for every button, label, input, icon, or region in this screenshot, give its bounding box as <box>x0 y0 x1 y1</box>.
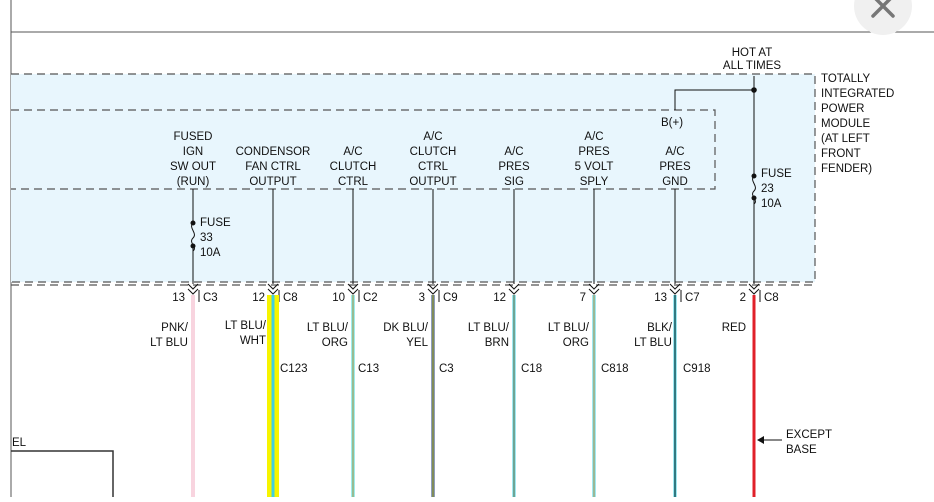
circuit-id: C13 <box>358 363 379 375</box>
pin-number: 7 <box>580 292 586 304</box>
wire-color-label: LT BLU/ORG <box>307 322 349 349</box>
fuse-23-element <box>752 175 756 205</box>
connector-id: C8 <box>764 292 779 304</box>
pin-number: 13 <box>654 292 667 304</box>
module-area <box>11 74 815 282</box>
connector-id: C3 <box>203 292 218 304</box>
sub-module-outline <box>11 109 716 190</box>
b-plus-line <box>674 89 754 110</box>
pin-number: 2 <box>740 292 746 304</box>
pin-number: 13 <box>172 292 185 304</box>
wire-color-label: BLK/LT BLU <box>634 322 673 349</box>
pin-number: 3 <box>419 292 425 304</box>
connector-chevron-icon <box>347 283 359 295</box>
connector-chevron-icon <box>748 283 760 295</box>
connector-chevron-icon <box>427 283 439 295</box>
b-plus-label: B(+) <box>661 117 683 129</box>
connector-id: C2 <box>363 292 378 304</box>
connector-id: C7 <box>685 292 700 304</box>
wire-color-label: DK BLU/YEL <box>383 322 429 349</box>
circuit-id: C818 <box>601 363 629 375</box>
except-arrow-head <box>757 436 764 444</box>
pin-number: 10 <box>332 292 345 304</box>
pin-number: 12 <box>493 292 506 304</box>
partial-box <box>11 450 114 497</box>
connector-id: C9 <box>443 292 458 304</box>
connector-chevron-icon <box>187 283 199 295</box>
connector-chevron-icon <box>588 283 600 295</box>
wire-color-label: LT BLU/ORG <box>548 322 590 349</box>
side-fragment-label: EL <box>12 437 27 449</box>
connector-id: C8 <box>283 292 298 304</box>
close-icon[interactable] <box>854 0 912 35</box>
circuit-id: C123 <box>280 363 308 375</box>
wire-color-label: LT BLU/BRN <box>468 322 510 349</box>
connector-chevron-icon <box>267 283 279 295</box>
circuit-id: C3 <box>439 363 454 375</box>
wire-color-label: LT BLU/WHT <box>225 320 267 347</box>
connector-chevron-icon <box>669 283 681 295</box>
pin-number: 12 <box>252 292 265 304</box>
connector-chevron-icon <box>508 283 520 295</box>
wire-color-label: PNK/LT BLU <box>150 322 189 349</box>
circuit-id: C918 <box>683 363 711 375</box>
wire-color-label: RED <box>722 322 746 334</box>
circuit-id: C18 <box>521 363 542 375</box>
